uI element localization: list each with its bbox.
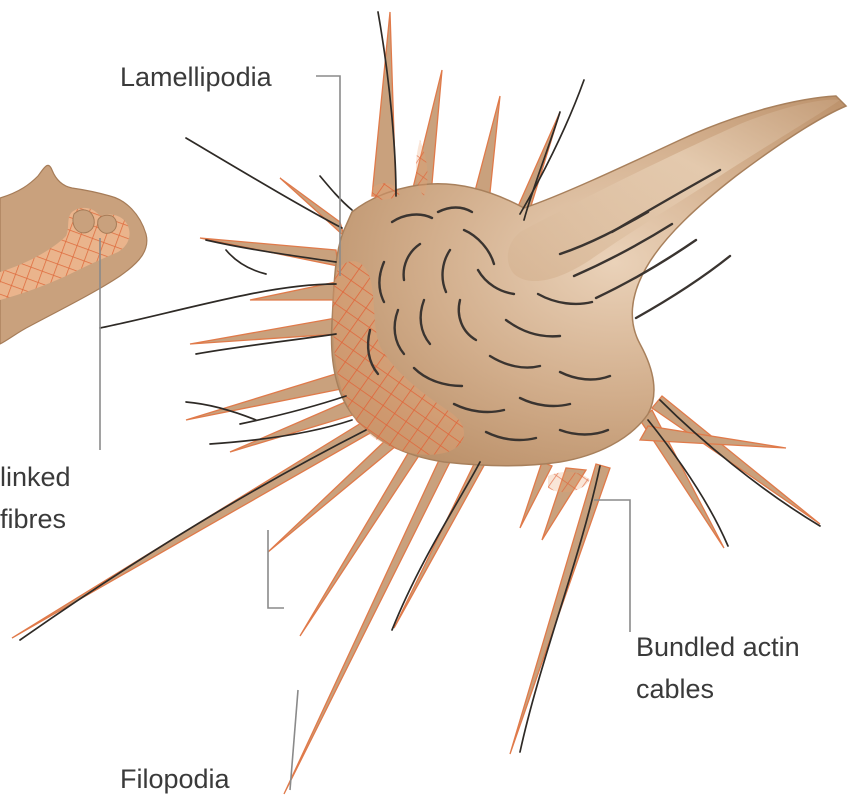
label-bundled-line1: Bundled actin bbox=[636, 632, 800, 662]
label-crosslinked-line2: fibres bbox=[0, 504, 66, 534]
filopodia-bracket bbox=[268, 530, 284, 608]
label-lamellipodia: Lamellipodia bbox=[120, 62, 273, 92]
cell bbox=[12, 12, 846, 794]
label-filopodia: Filopodia bbox=[120, 764, 231, 794]
left-cell-fragment bbox=[0, 165, 147, 344]
label-bundled-line2: cables bbox=[636, 674, 714, 704]
bundled-leader bbox=[594, 500, 630, 632]
label-crosslinked-line1: linked bbox=[0, 462, 71, 492]
